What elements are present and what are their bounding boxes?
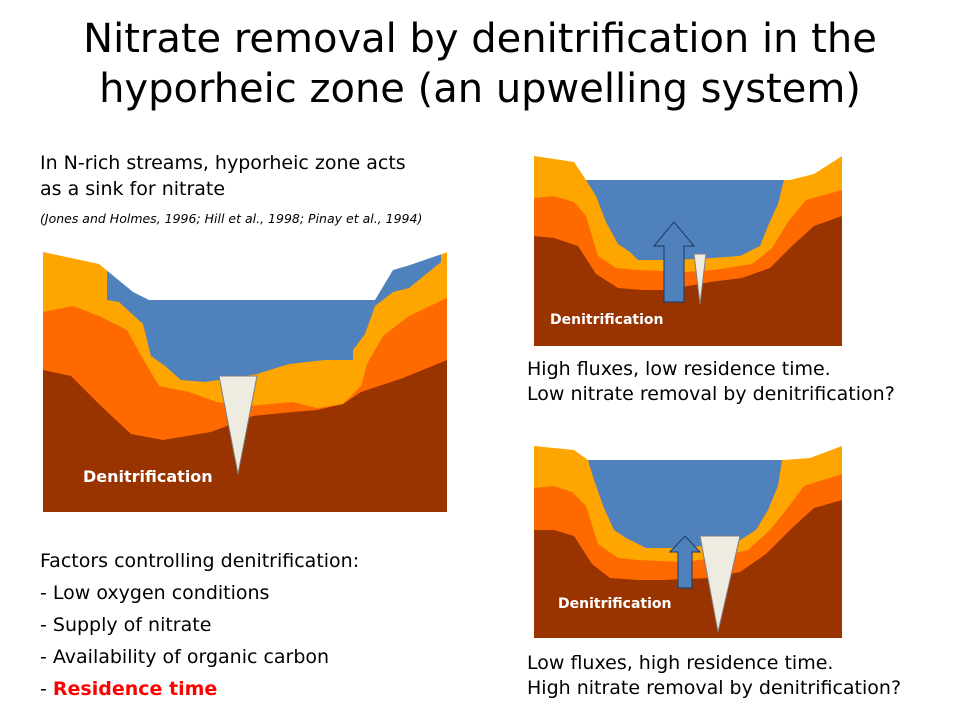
low-flux-caption: Low fluxes, high residence time. High ni… xyxy=(527,651,901,701)
intro-text: In N-rich streams, hyporheic zone acts a… xyxy=(40,150,406,202)
high-flux-caption: High fluxes, low residence time. Low nit… xyxy=(527,357,895,407)
low-flux-diagram: Denitrification xyxy=(534,446,842,638)
factor-prefix: - xyxy=(40,678,53,700)
water-channel xyxy=(586,180,784,260)
citation: (Jones and Holmes, 1996; Hill et al., 19… xyxy=(40,211,423,226)
upwelling-flux-arrow xyxy=(668,535,702,589)
water-channel xyxy=(588,460,782,548)
residence-time-wedge xyxy=(218,375,258,475)
main-hyporheic-diagram: Denitrification xyxy=(43,252,447,512)
factor-item: - Low oxygen conditions xyxy=(40,582,270,604)
denitrification-label: Denitrification xyxy=(558,596,671,612)
factor-item-highlighted: - Residence time xyxy=(40,673,359,705)
high-flux-caption-line-2: Low nitrate removal by denitrification? xyxy=(527,383,895,405)
factor-item: - Availability of organic carbon xyxy=(40,646,330,668)
low-flux-caption-line-1: Low fluxes, high residence time. xyxy=(527,652,834,674)
low-flux-caption-line-2: High nitrate removal by denitrification? xyxy=(527,677,902,699)
intro-line-1: In N-rich streams, hyporheic zone acts xyxy=(40,152,406,174)
factors-heading: Factors controlling denitrification: xyxy=(40,550,360,572)
title-line-2: hyporheic zone (an upwelling system) xyxy=(99,66,861,112)
white-background-mask xyxy=(534,446,842,460)
residence-time-wedge xyxy=(699,535,741,633)
residence-time-highlight: Residence time xyxy=(52,678,218,700)
high-flux-caption-line-1: High fluxes, low residence time. xyxy=(527,358,831,380)
white-background-mask xyxy=(43,252,447,300)
high-flux-diagram: Denitrification xyxy=(534,156,842,346)
white-background-mask xyxy=(534,156,842,180)
upwelling-flux-arrow xyxy=(652,221,696,303)
factor-item: - Supply of nitrate xyxy=(40,614,212,636)
factors-list: Factors controlling denitrification: - L… xyxy=(40,545,359,705)
slide-title: Nitrate removal by denitrification in th… xyxy=(0,14,960,114)
intro-line-2: as a sink for nitrate xyxy=(40,178,226,200)
denitrification-label: Denitrification xyxy=(83,467,213,486)
residence-time-wedge xyxy=(693,253,707,305)
denitrification-label: Denitrification xyxy=(550,312,663,328)
title-line-1: Nitrate removal by denitrification in th… xyxy=(83,16,877,62)
